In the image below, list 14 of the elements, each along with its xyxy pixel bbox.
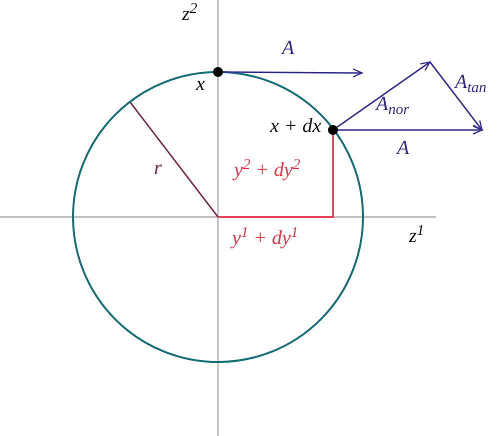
axis-label: z$^{2}$ [182,4,198,24]
axis-label: z$^{1}$ [409,226,424,246]
vector-label: A$_{tan}$ [455,72,486,92]
point-label: x [196,74,205,94]
edge-label: A$_{nor}$ [376,94,410,114]
edge-label: A [397,138,410,158]
radius-label: r [154,158,162,178]
vector-arrow [338,125,483,135]
vector-arrow [336,61,431,128]
side-label: y$^{2}$ + dy$^{2}$ [234,160,300,180]
side-label: y$^{1}$ + dy$^{1}$ [232,228,298,248]
point-label: x + dx [270,116,322,136]
edge-label: A [282,38,294,58]
vector-arrow [223,68,363,78]
